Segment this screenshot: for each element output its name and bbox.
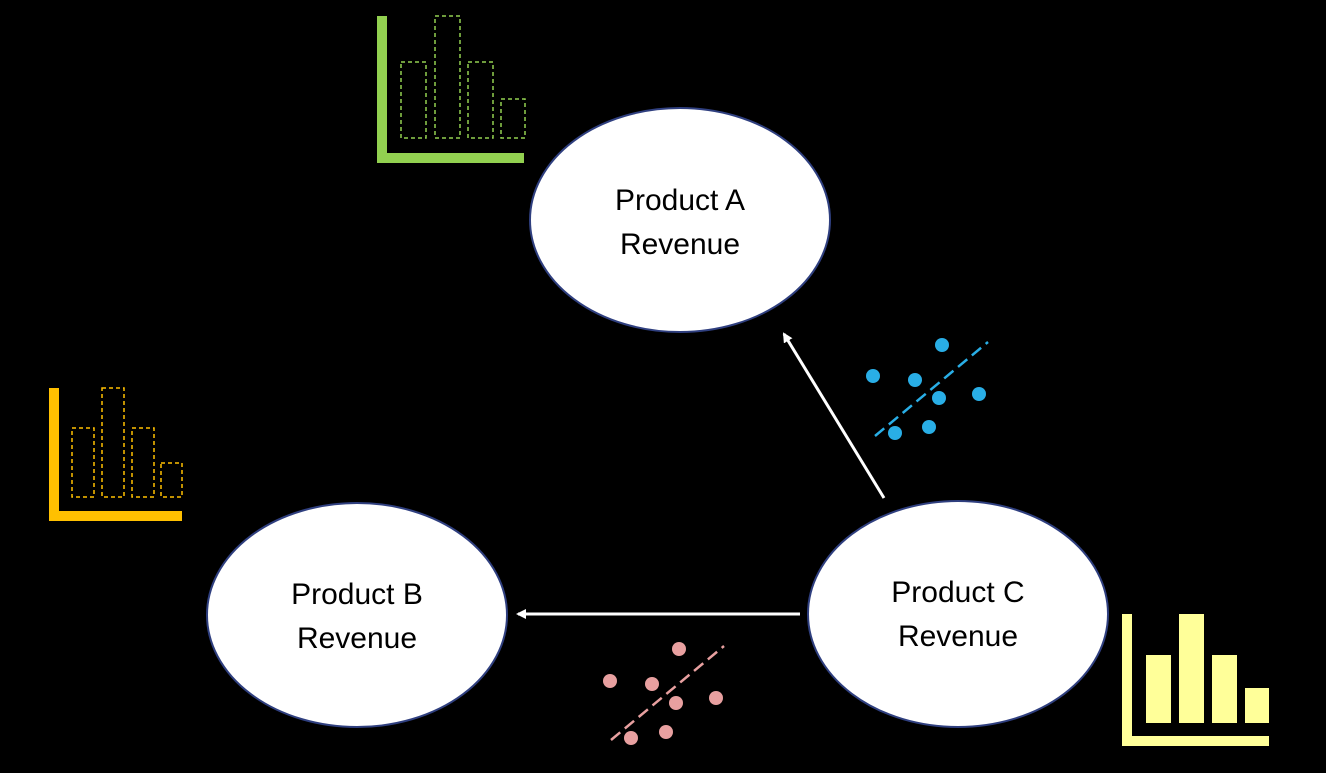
scatter-ca-trend-line [874, 341, 989, 437]
chart-c-axis [1122, 614, 1269, 746]
chart-b-bar-1 [71, 427, 95, 498]
chart-c-bar-4 [1245, 688, 1269, 723]
node-product-c-label-line2: Revenue [898, 620, 1018, 653]
chart-b-axis [49, 388, 182, 521]
scatter-cb-point [624, 731, 638, 745]
node-product-a-label-line2: Revenue [620, 228, 740, 261]
scatter-ca-point [972, 387, 986, 401]
chart-c-bar-2 [1179, 614, 1204, 723]
scatter-ca-point [932, 391, 946, 405]
edge-c-to-a-arrow [782, 332, 886, 499]
scatter-regression-icon [603, 642, 725, 745]
chart-a-axis [377, 16, 524, 163]
chart-b-bar-3 [131, 427, 155, 498]
chart-a-bar-2 [434, 15, 461, 139]
dashed-bar-chart-icon [49, 387, 183, 521]
chart-b-bar-2 [101, 387, 125, 498]
node-product-a-shape [529, 107, 831, 333]
scatter-regression-icon [866, 338, 989, 440]
scatter-cb-point [659, 725, 673, 739]
chart-a-bar-1 [400, 61, 427, 139]
node-product-b-label-line2: Revenue [297, 622, 417, 655]
chart-b-bar-4 [160, 462, 183, 498]
scatter-cb-trend-line [610, 645, 725, 741]
chart-c-bar-3 [1212, 655, 1237, 723]
scatter-ca-point [866, 369, 880, 383]
scatter-cb-point [603, 674, 617, 688]
scatter-cb-point [709, 691, 723, 705]
scatter-ca-point [922, 420, 936, 434]
dashed-bar-chart-icon [377, 15, 526, 163]
node-product-b-shape [206, 502, 508, 728]
scatter-cb-point [669, 696, 683, 710]
node-product-a-label-line1: Product A [615, 184, 745, 217]
chart-a-bar-3 [467, 61, 494, 139]
node-product-b-label-line1: Product B [291, 578, 423, 611]
scatter-cb-point [645, 677, 659, 691]
chart-c-bar-1 [1146, 655, 1171, 723]
node-product-a[interactable]: Product A Revenue [529, 107, 831, 333]
chart-a-bar-4 [500, 98, 526, 139]
scatter-ca-point [888, 426, 902, 440]
node-product-b[interactable]: Product B Revenue [206, 502, 508, 728]
scatter-ca-point [935, 338, 949, 352]
solid-bar-chart-icon [1122, 614, 1269, 746]
scatter-ca-point [908, 373, 922, 387]
node-product-c-label-line1: Product C [891, 576, 1024, 609]
node-product-c-shape [807, 500, 1109, 728]
scatter-cb-point [672, 642, 686, 656]
node-product-c[interactable]: Product C Revenue [807, 500, 1109, 728]
